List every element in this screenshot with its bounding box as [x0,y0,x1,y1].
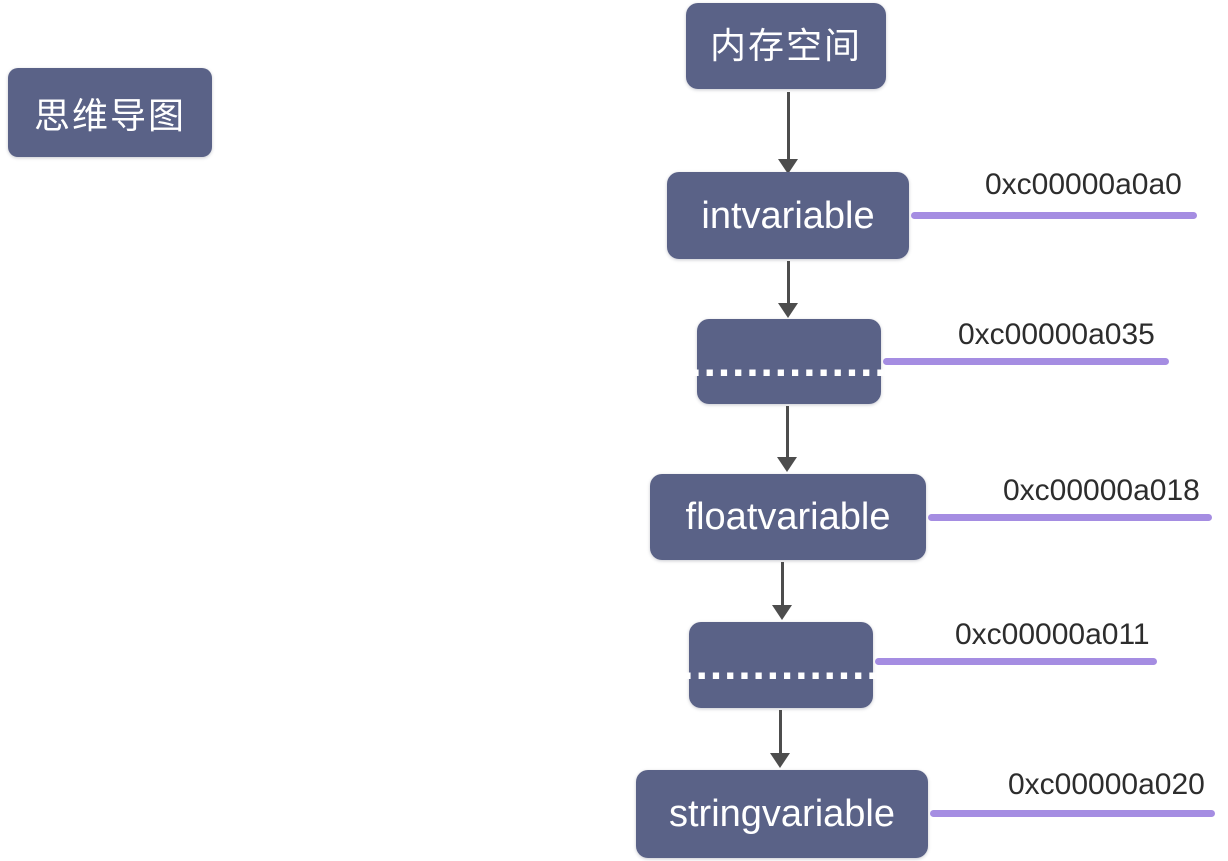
node-intvariable[interactable]: intvariable [667,172,909,259]
arrow-head-icon [772,605,792,620]
node-ellipsis-1[interactable]: .............. [689,319,887,404]
node-memory-space-label: 内存空间 [709,25,862,66]
title-badge[interactable]: 思维导图 [8,68,212,157]
connector-arrow-4 [772,562,792,620]
arrow-head-icon [770,753,790,768]
node-stringvariable-label: stringvariable [669,793,895,835]
node-ellipsis-1-label: .............. [689,336,889,386]
address-label-stringvariable[interactable]: 0xc00000a020 [1008,768,1205,801]
connector-arrow-3 [777,406,797,472]
arrow-head-icon [777,457,797,472]
arrow-shaft [780,562,784,605]
address-label-floatvariable[interactable]: 0xc00000a018 [1003,474,1200,507]
address-label-ellipsis-2[interactable]: 0xc00000a011 [955,618,1150,651]
arrow-shaft [785,406,789,457]
arrow-shaft [786,261,790,303]
branch-line-floatvariable [928,514,1212,521]
node-floatvariable-label: floatvariable [685,496,891,538]
node-memory-space[interactable]: 内存空间 [686,3,886,89]
connector-arrow-1 [778,92,798,174]
branch-line-intvariable [911,212,1197,219]
node-ellipsis-2[interactable]: .............. [681,622,879,708]
arrow-shaft [778,710,782,753]
arrow-shaft [786,92,790,159]
arrow-head-icon [778,159,798,174]
connector-arrow-2 [778,261,798,318]
node-intvariable-label: intvariable [701,194,875,237]
branch-line-ellipsis-2 [875,658,1157,665]
connector-arrow-5 [770,710,790,768]
arrow-head-icon [778,303,798,318]
address-label-ellipsis-1[interactable]: 0xc00000a035 [958,318,1155,351]
address-label-intvariable[interactable]: 0xc00000a0a0 [985,168,1182,201]
node-floatvariable[interactable]: floatvariable [650,474,926,560]
branch-line-stringvariable [930,810,1215,817]
branch-line-ellipsis-1 [883,358,1169,365]
node-ellipsis-2-label: .............. [681,640,881,689]
node-stringvariable[interactable]: stringvariable [636,770,928,858]
title-badge-label: 思维导图 [33,94,186,136]
